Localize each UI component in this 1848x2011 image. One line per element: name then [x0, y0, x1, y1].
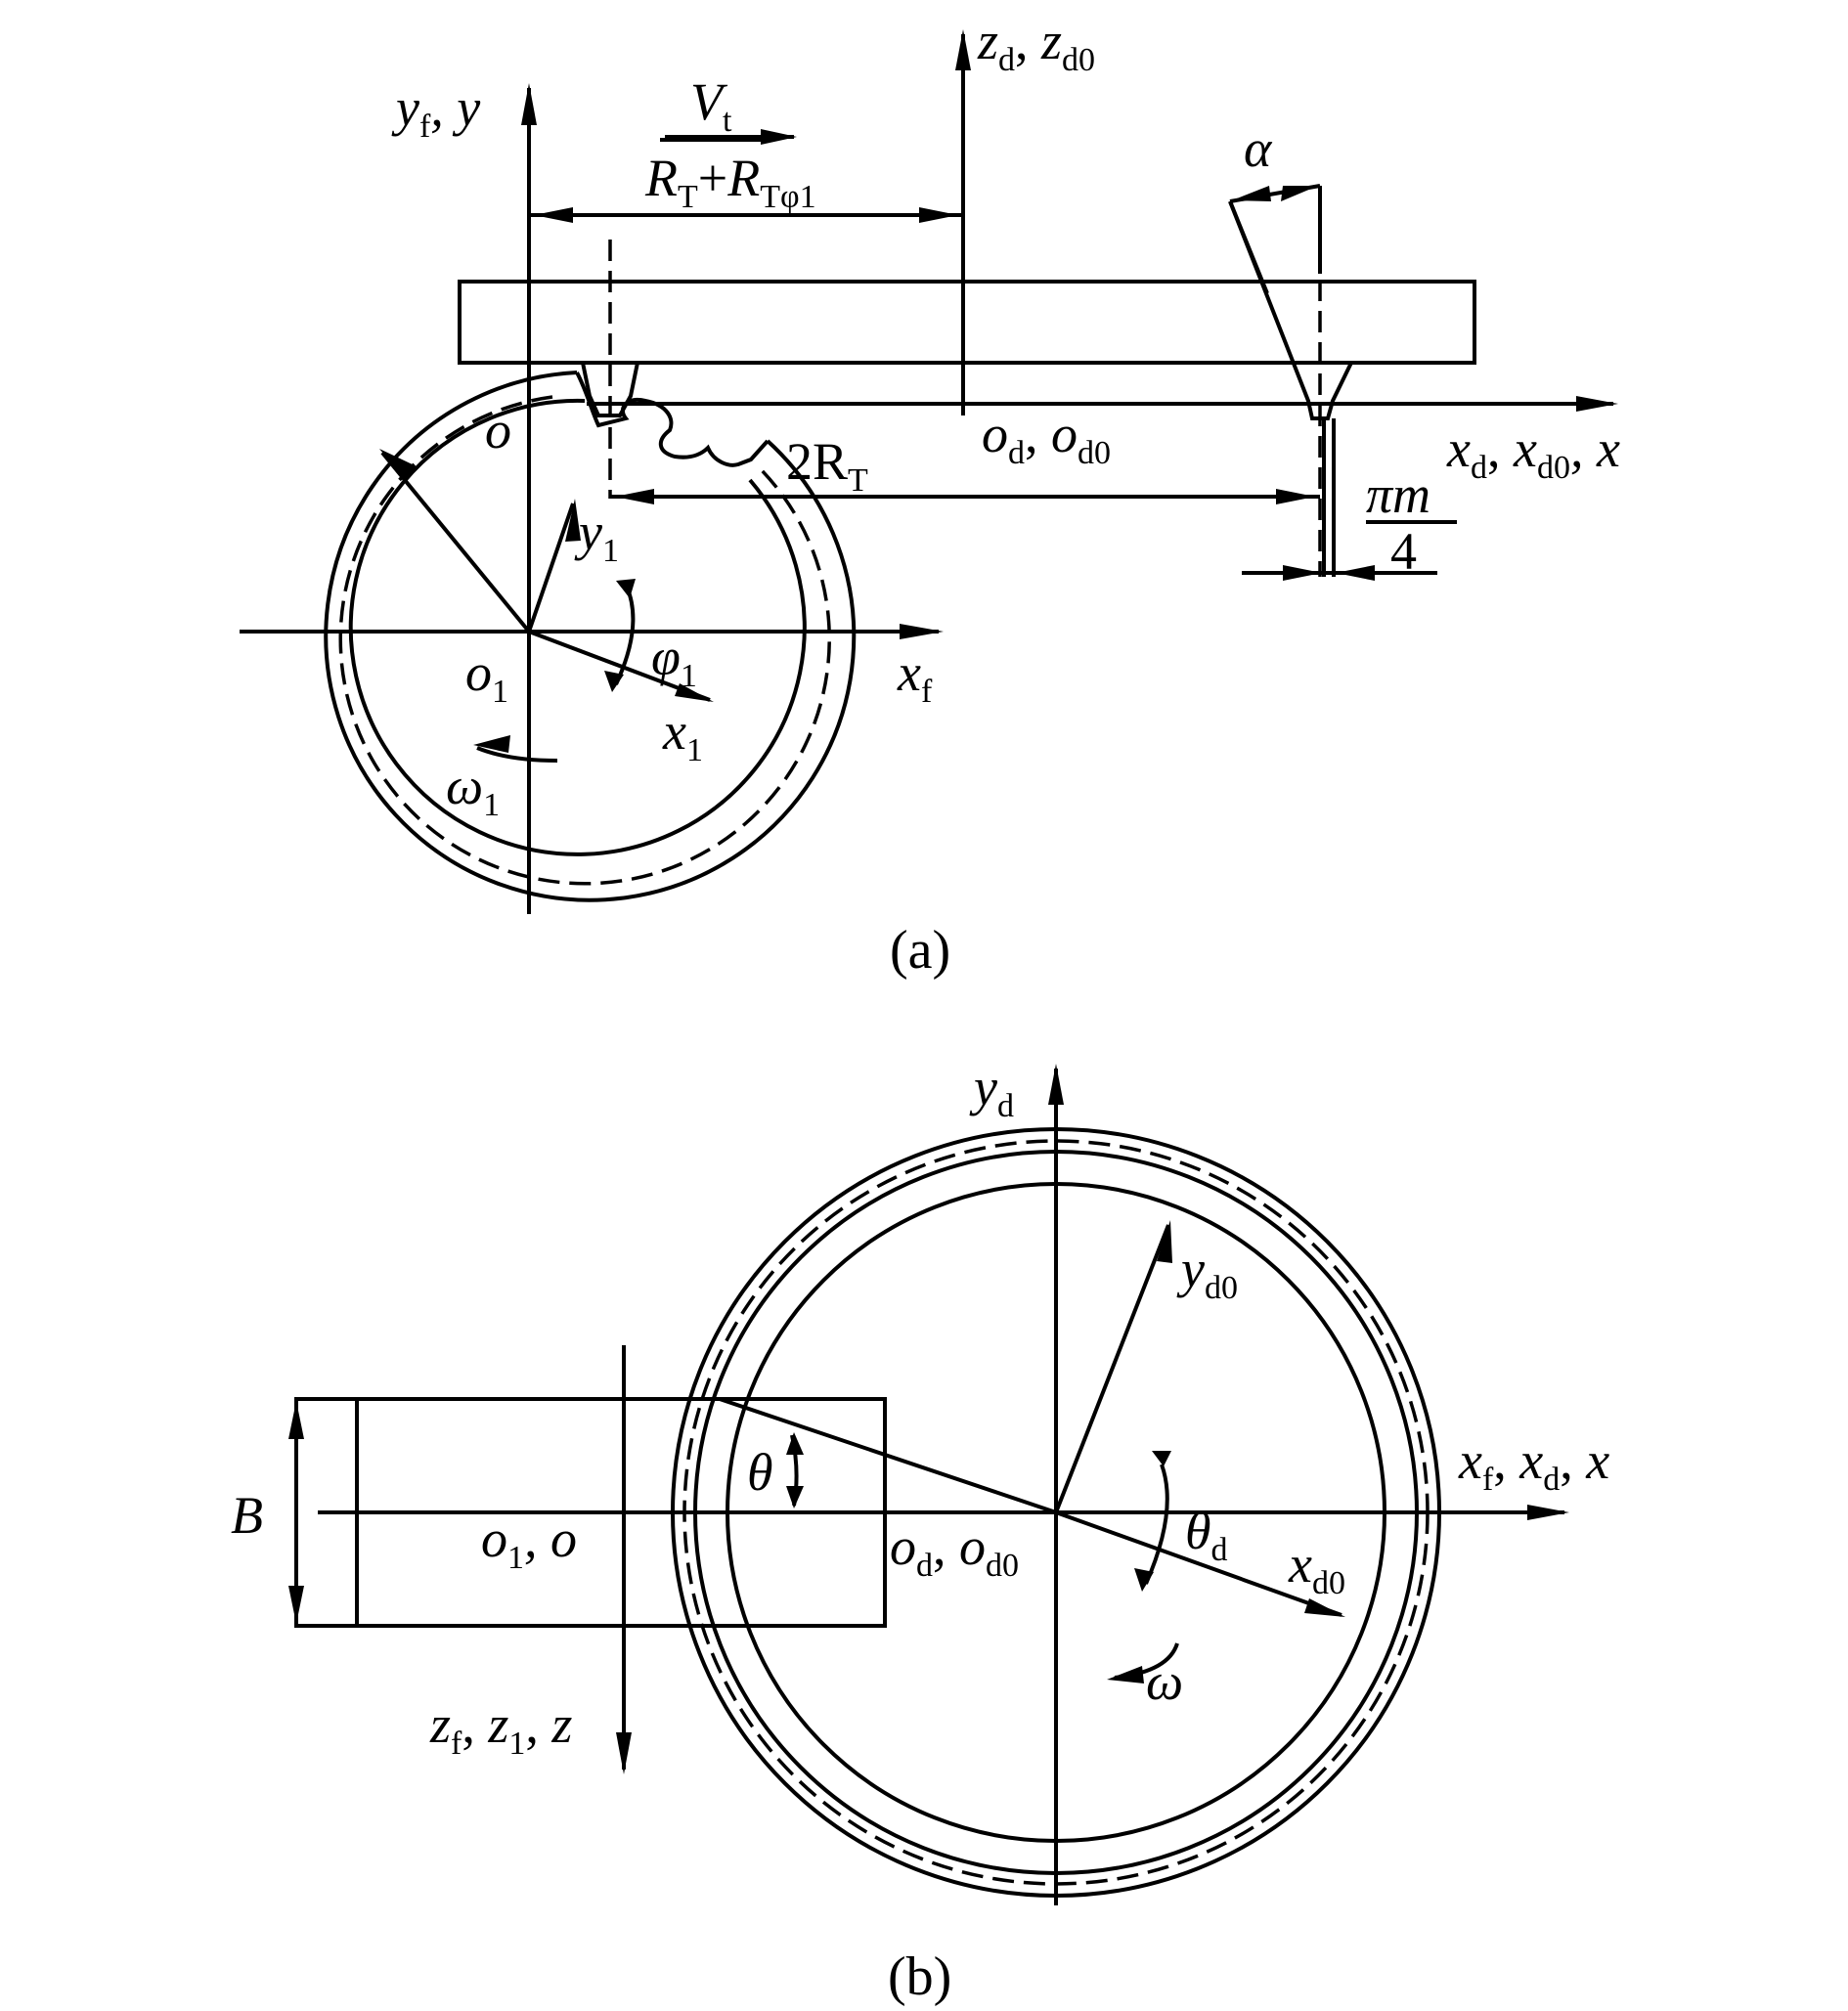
pi-m-left-arrowhead [1283, 565, 1322, 581]
panel-b-arrowheads [288, 1064, 1569, 1774]
yd0-axis [1054, 1224, 1170, 1513]
left-wheel-tooth [581, 362, 639, 417]
gear-root-circle [348, 398, 807, 856]
alpha-left-arrowhead [1232, 186, 1271, 201]
rt-left-arrowhead [534, 207, 573, 223]
panel-a: yf, y zd, zd0 Vt RT+RTφ1 α o od, od0 xd,… [240, 12, 1620, 981]
panel-b-labels: yd yd0 xf, xd, x θ B o1, o od, od0 θd xd… [231, 1058, 1609, 1762]
label-zf-z1-z: zf, z1, z [429, 1695, 572, 1762]
xd-arrowhead [1576, 396, 1618, 412]
yd0-arrowhead [1157, 1220, 1172, 1263]
gear-outer-circle [324, 371, 857, 902]
label-alpha: α [1244, 119, 1273, 178]
label-yd: yd [969, 1058, 1014, 1124]
y1-arrowhead [565, 499, 581, 542]
omega-arrowhead [1107, 1666, 1144, 1683]
xf-xd-arrowhead [1527, 1505, 1569, 1520]
label-vt: Vt [690, 72, 732, 139]
label-yf-y: yf, y [391, 78, 480, 145]
b-top-arrowhead [288, 1401, 304, 1439]
label-xd0: xd0 [1288, 1535, 1345, 1601]
panel-b: yd yd0 xf, xd, x θ B o1, o od, od0 θd xd… [231, 1058, 1609, 2007]
panel-a-labels: yf, y zd, zd0 Vt RT+RTφ1 α o od, od0 xd,… [391, 12, 1620, 823]
wheel-body [458, 280, 1476, 365]
radius-arrowhead [379, 449, 418, 480]
2rt-right-arrowhead [1276, 489, 1315, 504]
label-pi-m: πm [1366, 465, 1430, 524]
radius-line [380, 451, 531, 634]
gear-tooth-profile [575, 372, 770, 467]
label-b: B [231, 1486, 263, 1545]
label-o1: o1 [465, 643, 508, 710]
label-y1: y1 [574, 503, 619, 569]
label-yd0: yd0 [1176, 1240, 1238, 1306]
theta-ray [719, 1397, 1057, 1514]
caption-a: (a) [890, 920, 950, 981]
2rt-left-arrowhead [615, 489, 654, 504]
yf-arrowhead [521, 83, 537, 125]
panel-a-axes [240, 34, 1613, 914]
label-xd-xd0-x: xd, xd0, x [1446, 419, 1620, 486]
label-2rt: 2RT [786, 432, 868, 499]
thetad-bottom-arrowhead [1134, 1568, 1154, 1592]
label-four: 4 [1390, 522, 1417, 581]
xd0-arrowhead [1304, 1598, 1345, 1617]
gear-pitch-circle [338, 395, 831, 886]
workpiece-gear [324, 371, 857, 902]
zf-arrowhead [616, 1732, 632, 1774]
label-x1: x1 [662, 702, 703, 768]
omega1-arc [476, 746, 558, 763]
panel-a-arrowheads [379, 29, 1618, 753]
label-zd-zd0: zd, zd0 [977, 12, 1095, 78]
theta-bottom-arrowhead [786, 1486, 804, 1508]
label-rt-plus-rtphi1: RT+RTφ1 [644, 149, 816, 215]
omega1-arrowhead [473, 735, 510, 753]
label-o: o [485, 401, 511, 459]
xf-arrowhead [900, 624, 944, 639]
b-bottom-arrowhead [288, 1586, 304, 1624]
label-phi1: φ1 [651, 628, 697, 694]
label-xf-xd-x: xf, xd, x [1458, 1431, 1609, 1498]
panel-a-dimensions [476, 135, 1457, 763]
alpha-right-arrowhead [1281, 186, 1318, 201]
x1-arrowhead [675, 683, 714, 702]
label-omega: ω [1146, 1652, 1183, 1711]
label-od-od0: od, od0 [890, 1517, 1019, 1584]
caption-b: (b) [888, 1946, 951, 2007]
xd0-axis [1055, 1510, 1342, 1617]
thetad-arc [1144, 1464, 1169, 1585]
zd-arrowhead [955, 29, 971, 70]
phi1-top-arrowhead [616, 579, 636, 598]
yd-arrowhead [1048, 1064, 1064, 1105]
rt-right-arrowhead [919, 207, 958, 223]
label-xf: xf [897, 643, 933, 710]
grinding-wheel-rack [458, 186, 1476, 577]
y1-axis [527, 503, 575, 633]
panel-b-axes [318, 1069, 1564, 1905]
alpha-flank-line [1228, 200, 1269, 294]
vt-arrowhead [761, 129, 797, 145]
phi1-bottom-arrowhead [604, 671, 624, 692]
right-wheel-tooth [1228, 200, 1353, 420]
label-omega1: ω1 [446, 757, 500, 823]
theta-top-arrowhead [786, 1432, 804, 1455]
pi-m-right-arrowhead [1336, 565, 1375, 581]
label-thetad: θd [1185, 1502, 1228, 1568]
thetad-top-arrowhead [1152, 1451, 1171, 1466]
label-o1-o: o1, o [481, 1509, 577, 1576]
label-theta: θ [747, 1443, 773, 1502]
label-od-od0: od, od0 [982, 405, 1111, 471]
